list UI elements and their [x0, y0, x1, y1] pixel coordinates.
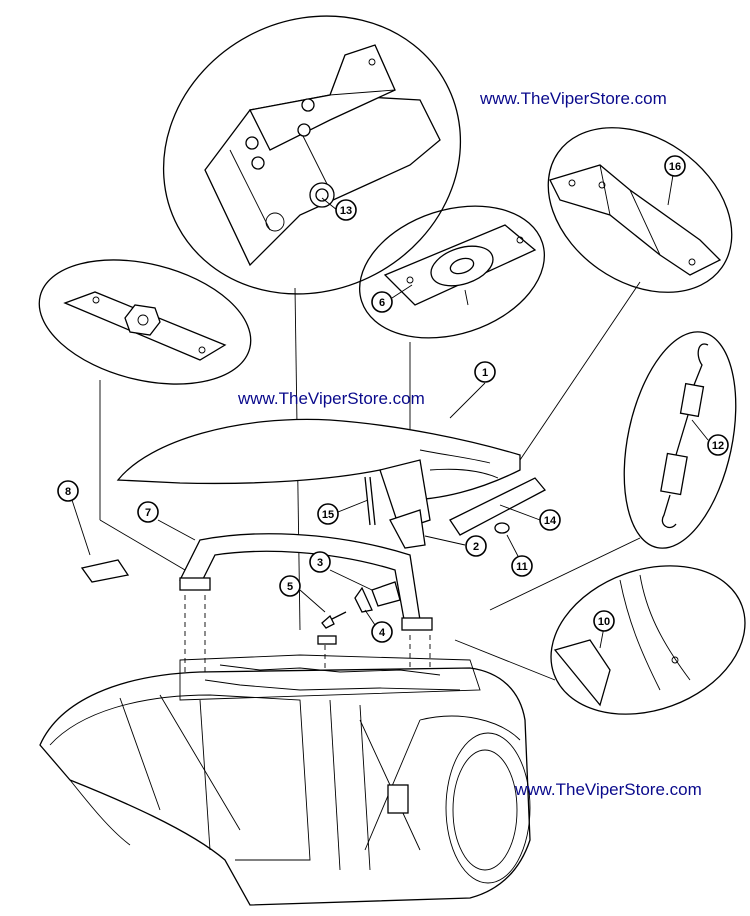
callout-8: 8	[57, 480, 79, 502]
detail-anchor-plate	[38, 259, 252, 385]
callout-7-label: 7	[145, 507, 151, 519]
callout-6: 6	[371, 291, 393, 313]
latch-bracket-3	[371, 581, 401, 607]
callout-15-label: 15	[322, 509, 334, 521]
callout-12: 12	[707, 434, 729, 456]
latch-hook-4	[354, 586, 373, 613]
callout-14: 14	[539, 509, 561, 531]
callout-13: 13	[335, 199, 357, 221]
callout-leaders	[71, 174, 709, 649]
roll-bar	[179, 533, 433, 631]
seal	[389, 509, 426, 549]
callout-2: 2	[465, 535, 487, 557]
callout-4: 4	[371, 621, 393, 643]
latch-handle	[80, 559, 130, 583]
detail-striker-plate	[358, 205, 546, 339]
callout-1-label: 1	[482, 367, 488, 379]
detail-latch-bracket	[162, 15, 462, 295]
callout-5: 5	[279, 575, 301, 597]
rod	[369, 476, 376, 526]
callout-4-label: 4	[379, 627, 386, 639]
callout-14-label: 14	[544, 515, 557, 527]
callout-1: 1	[474, 361, 496, 383]
callout-13-label: 13	[340, 205, 352, 217]
callout-10: 10	[593, 610, 615, 632]
callout-12-label: 12	[712, 440, 724, 452]
detail-trim-10	[550, 565, 746, 715]
callout-7: 7	[137, 501, 159, 523]
callout-8-label: 8	[65, 486, 71, 498]
bolt	[329, 611, 347, 621]
callout-3-label: 3	[317, 557, 323, 569]
callout-5-label: 5	[287, 581, 293, 593]
watermark-top: www.TheViperStore.com	[480, 89, 667, 108]
callout-10-label: 10	[598, 616, 610, 628]
callout-15: 15	[317, 503, 339, 525]
car-body	[39, 654, 531, 906]
callout-16: 16	[664, 155, 686, 177]
grommet	[494, 522, 510, 534]
callout-6-label: 6	[379, 297, 385, 309]
callout-2-label: 2	[473, 541, 479, 553]
watermark-middle: www.TheViperStore.com	[238, 389, 425, 408]
detail-bracket-16	[547, 127, 733, 293]
weatherstrip	[449, 477, 547, 536]
detail-cable	[623, 331, 737, 549]
callout-16-label: 16	[669, 161, 681, 173]
callout-11: 11	[511, 555, 533, 577]
callout-11-label: 11	[516, 561, 528, 573]
callout-3: 3	[309, 551, 331, 573]
watermark-bottom: www.TheViperStore.com	[515, 780, 702, 799]
